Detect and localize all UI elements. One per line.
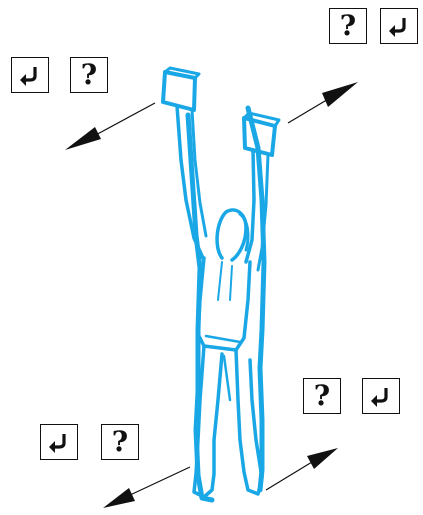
human-figure	[163, 68, 279, 500]
return-arrow-icon	[386, 15, 412, 37]
help-key-lower-right: ?	[303, 378, 341, 414]
question-mark-label: ?	[81, 61, 97, 89]
help-key-upper-right: ?	[329, 8, 367, 44]
return-key-upper-right	[380, 8, 418, 44]
return-arrow-icon	[368, 385, 394, 407]
help-key-upper-left: ?	[70, 57, 108, 93]
return-arrow-icon	[46, 431, 72, 453]
question-mark-label: ?	[314, 382, 330, 410]
return-key-lower-left	[40, 424, 78, 460]
arrow-lower-right	[266, 448, 338, 490]
return-key-upper-left	[11, 57, 49, 93]
return-key-lower-right	[362, 378, 400, 414]
return-arrow-icon	[17, 64, 43, 86]
arrow-upper-left	[65, 103, 155, 150]
question-mark-label: ?	[340, 12, 356, 40]
help-key-lower-left: ?	[101, 424, 139, 460]
arrow-lower-left	[103, 467, 190, 508]
question-mark-label: ?	[112, 428, 128, 456]
arrow-upper-right	[288, 82, 358, 123]
